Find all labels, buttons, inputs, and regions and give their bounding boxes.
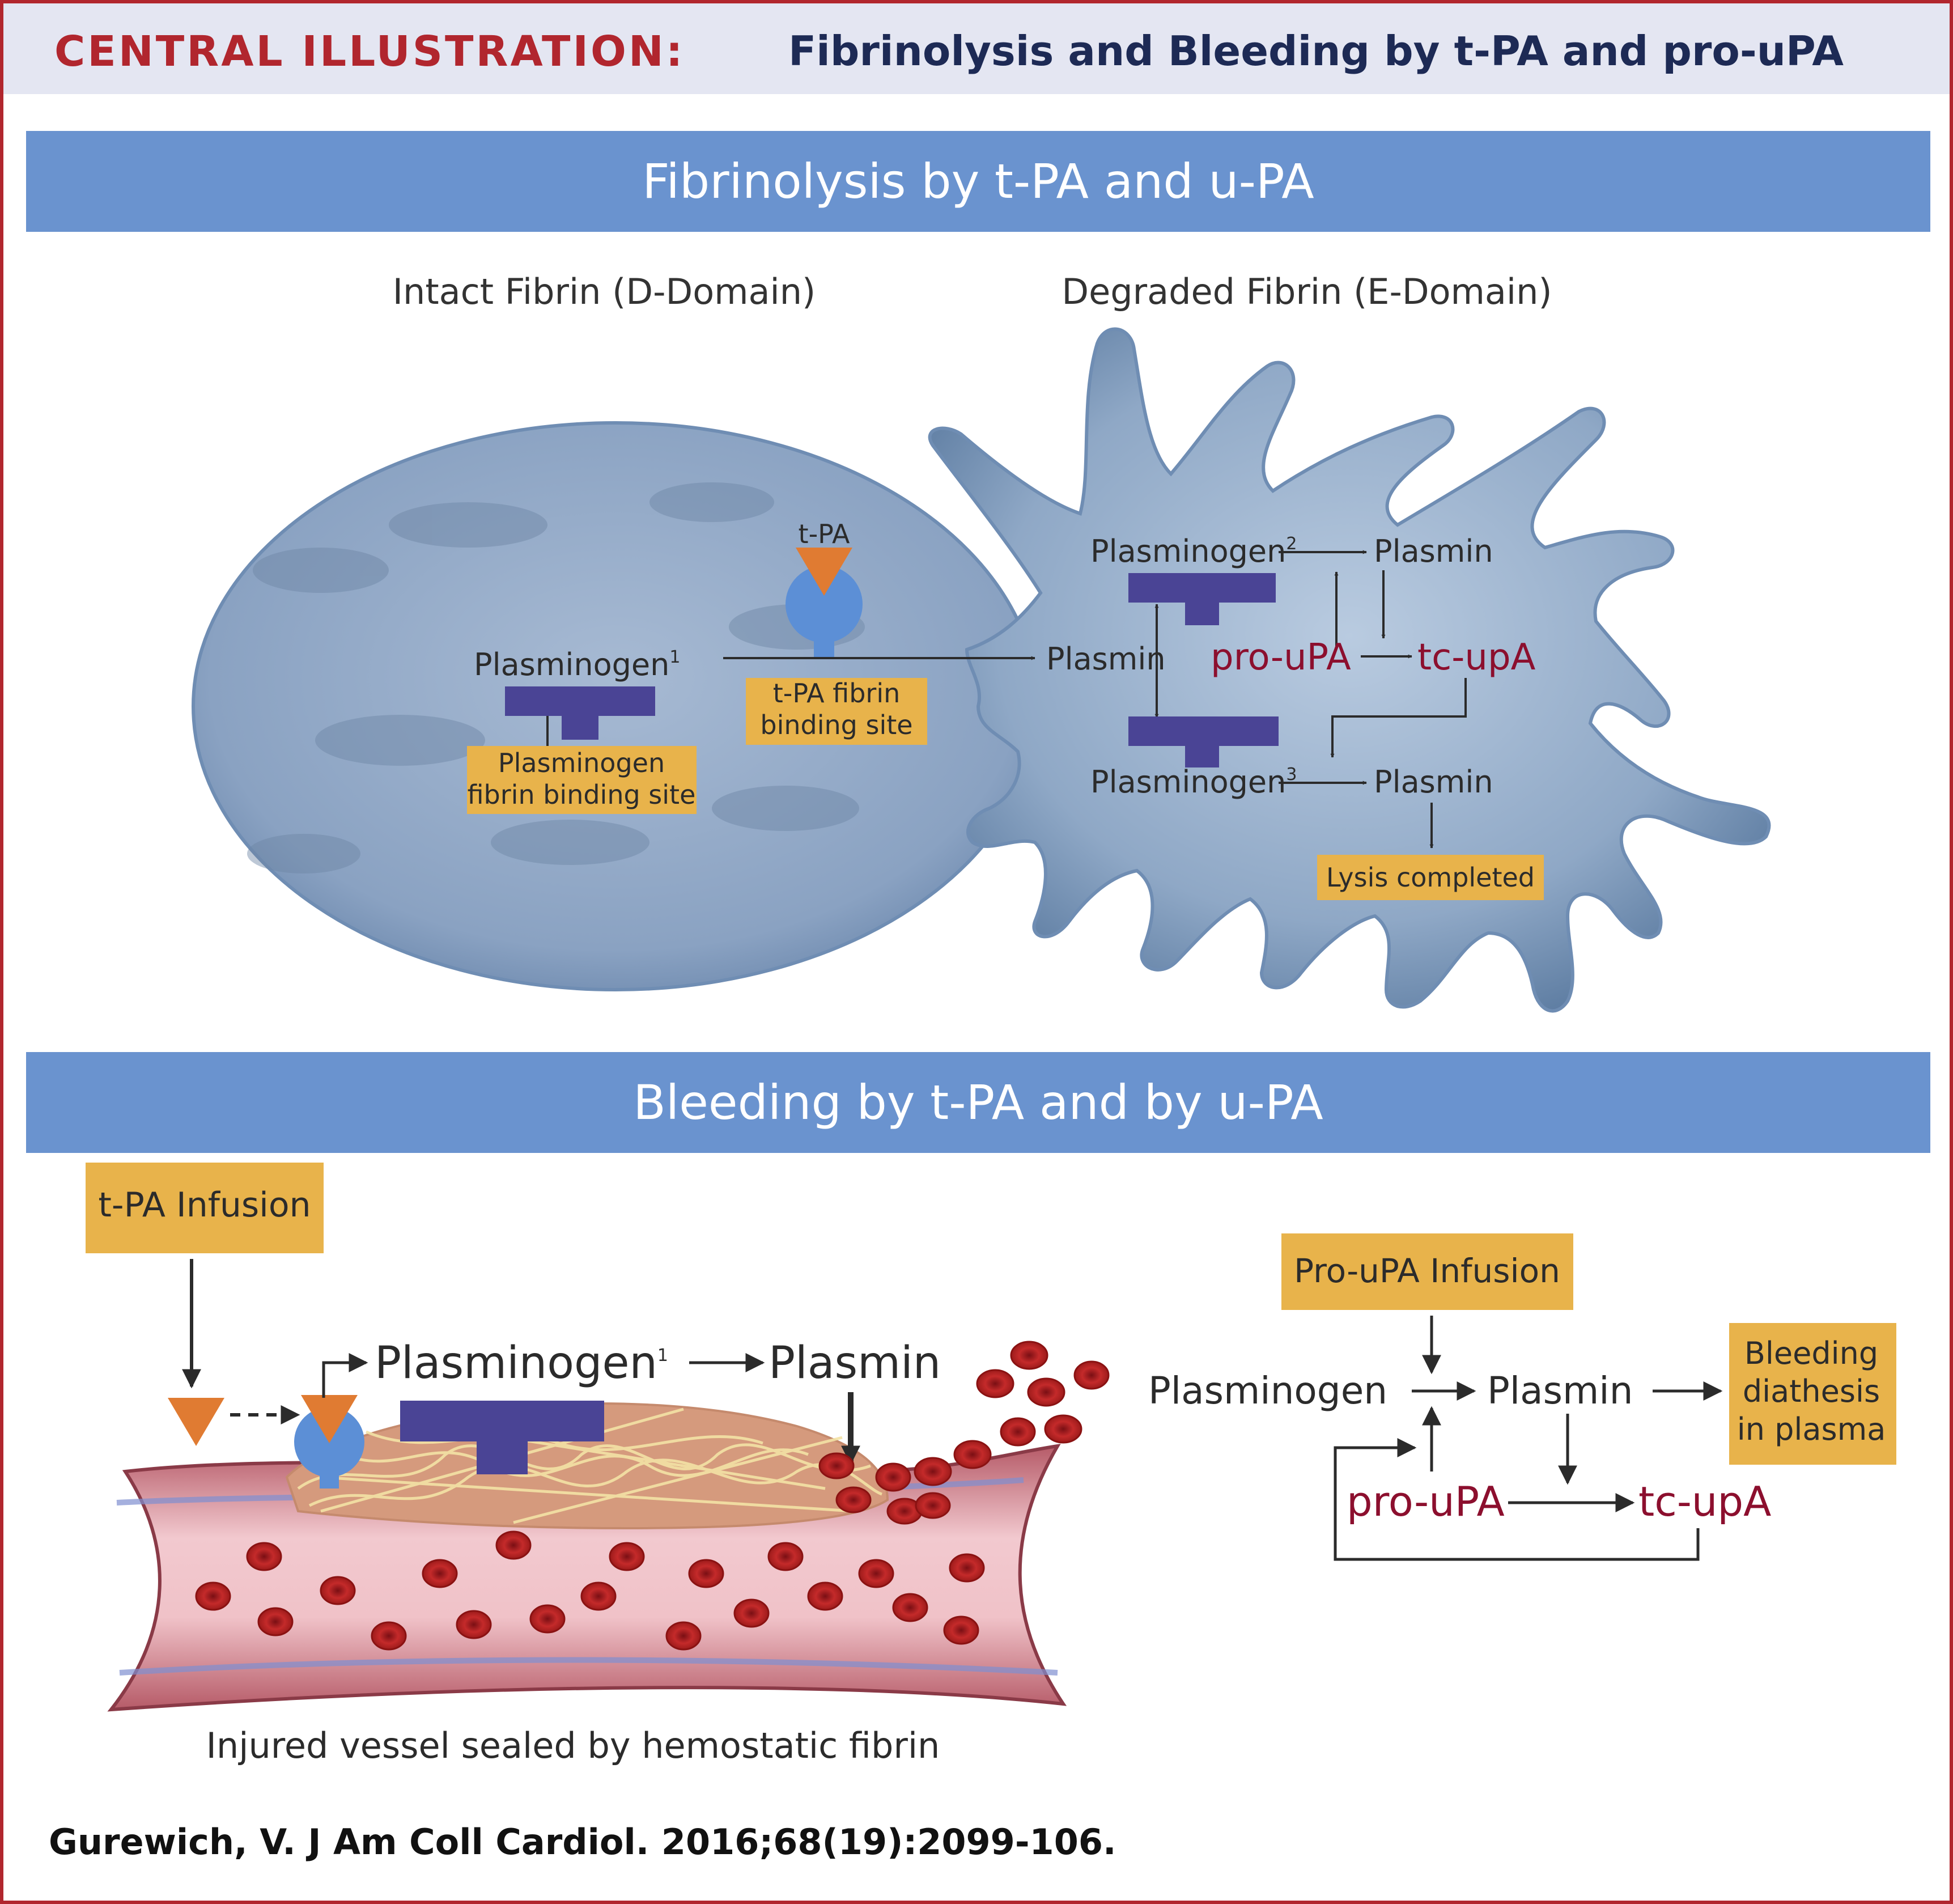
- intact-fibrin-heading: Intact Fibrin (D-Domain): [393, 271, 816, 312]
- tpa-infusion-label: t-PA Infusion: [98, 1185, 311, 1225]
- plasminogen-site-label-1: Plasminogen: [498, 748, 665, 778]
- degraded-fibrin-heading: Degraded Fibrin (E-Domain): [1062, 271, 1552, 312]
- plasminogen-binding-bar: [505, 686, 655, 740]
- degraded-fibrin-clot: [928, 327, 1771, 1013]
- bleeding-diathesis-line-2: diathesis: [1743, 1373, 1880, 1409]
- arrow-tcupa-plasminogen3: [1330, 678, 1467, 758]
- plasminogen3-binding-bar: [1128, 716, 1279, 767]
- tpa-receptor-icon: [294, 1395, 364, 1489]
- diagram-canvas: Intact Fibrin (D-Domain) Degraded Fibrin…: [49, 271, 1896, 1863]
- lysis-box: [1317, 855, 1544, 900]
- tc-upa-label: tc-upA: [1417, 637, 1536, 679]
- bleeding-pro-upa-label: pro-uPA: [1347, 1478, 1505, 1525]
- fibrinolysis-banner: Fibrinolysis by t-PA and u-PA: [26, 131, 1930, 232]
- plasminogen-site-box: [467, 746, 697, 814]
- plasminogen3-label: Plasminogen3: [1090, 764, 1297, 800]
- bleeding-banner: Bleeding by t-PA and by u-PA: [26, 1052, 1930, 1153]
- page-title: CENTRAL ILLUSTRATION:: [54, 27, 685, 76]
- plasmin-bottom-label: Plasmin: [1374, 764, 1493, 800]
- plasminogen2-binding-bar: [1128, 573, 1276, 625]
- tpa-label: t-PA: [799, 519, 850, 549]
- tpa-icon: [168, 1398, 224, 1446]
- bleeding-diathesis-box: [1729, 1323, 1896, 1465]
- citation: Gurewich, V. J Am Coll Cardiol. 2016;68(…: [49, 1821, 1116, 1863]
- pro-upa-label: pro-uPA: [1211, 637, 1351, 679]
- bleeding-plasminogen1-label: Plasminogen1: [375, 1338, 668, 1389]
- tpa-site-label-1: t-PA fibrin: [773, 678, 901, 709]
- vessel-caption: Injured vessel sealed by hemostatic fibr…: [206, 1725, 940, 1766]
- plasminogen1-label: Plasminogen1: [474, 647, 680, 682]
- tpa-receptor-icon: [786, 548, 863, 658]
- receptor-to-plasminogen-arrow: [322, 1353, 368, 1398]
- plasmin-top-label: Plasmin: [1374, 533, 1493, 569]
- bleeding-plasmin-right-label: Plasmin: [1487, 1369, 1633, 1413]
- bleeding-plasmin-label: Plasmin: [769, 1338, 941, 1389]
- lysis-completed-label: Lysis completed: [1326, 862, 1535, 893]
- tpa-infusion-box: [86, 1163, 324, 1253]
- page-subtitle: Fibrinolysis and Bleeding by t-PA and pr…: [788, 27, 1844, 75]
- plasminogen-binding-bar: [400, 1401, 604, 1474]
- bleeding-tc-upa-label: tc-upA: [1638, 1478, 1771, 1525]
- feedback-loop-line: [1334, 1528, 1700, 1561]
- plasminogen2-label: Plasminogen2: [1090, 533, 1297, 569]
- prouPA-infusion-label: Pro-uPA Infusion: [1294, 1252, 1560, 1290]
- plasmin-center-label: Plasmin: [1046, 641, 1166, 677]
- tpa-site-label-2: binding site: [760, 710, 912, 740]
- bleeding-diathesis-line-1: Bleeding: [1744, 1335, 1878, 1371]
- header-bar: CENTRAL ILLUSTRATION: Fibrinolysis and B…: [3, 3, 1950, 94]
- plasminogen-site-label-2: fibrin binding site: [468, 779, 696, 810]
- feedback-arrow: [1334, 1438, 1417, 1545]
- tpa-site-box: [746, 678, 927, 745]
- prouPA-infusion-box: [1281, 1233, 1573, 1310]
- red-blood-cells: [195, 1341, 1110, 1651]
- bleeding-plasminogen-label: Plasminogen: [1148, 1369, 1387, 1413]
- bleeding-diathesis-line-3: in plasma: [1737, 1411, 1886, 1447]
